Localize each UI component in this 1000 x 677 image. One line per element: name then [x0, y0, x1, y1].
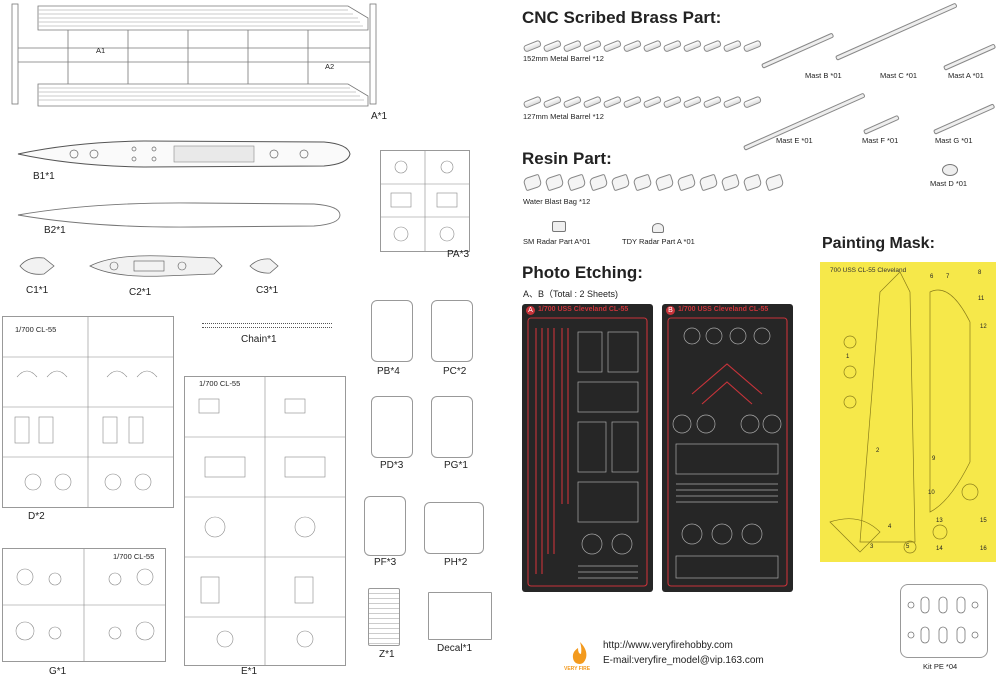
logo-text: VERY FIRE	[564, 666, 591, 672]
part-c-drawings	[19, 255, 279, 277]
mast-b	[760, 32, 835, 69]
etch-sheet-b: B 1/700 USS Cleveland CL-55	[662, 304, 793, 592]
mast-g	[932, 103, 996, 135]
mask-num-15: 15	[980, 518, 987, 524]
part-ph-label: PH*2	[444, 557, 468, 568]
mask-title: 700 USS CL-55 Cleveland	[830, 267, 907, 274]
part-a2-tag: A2	[325, 62, 335, 71]
resin-section-title: Resin Part:	[522, 149, 612, 168]
part-pa-label: PA*3	[447, 249, 470, 260]
part-d-label: D*2	[28, 511, 45, 522]
sprue-d: 1/700 CL-55	[2, 316, 174, 508]
water-bag-label: Water Blast Bag *12	[523, 197, 591, 206]
part-pb-label: PB*4	[377, 366, 400, 377]
brass-section-title: CNC Scribed Brass Part:	[522, 8, 722, 27]
mask-num-5: 5	[906, 544, 910, 550]
part-e-label: E*1	[241, 666, 258, 677]
mast-f-label: Mast F *01	[862, 136, 899, 145]
mast-b-label: Mast B *01	[805, 71, 842, 80]
mask-num-7: 7	[946, 274, 950, 280]
part-c2-label: C2*1	[129, 287, 152, 298]
sprue-g: 1/700 CL-55	[2, 548, 166, 662]
mask-num-12: 12	[980, 324, 987, 330]
sprue-d-tag: 1/700 CL-55	[15, 325, 57, 334]
chain-part	[202, 323, 332, 328]
sprue-e: 1/700 CL-55	[184, 376, 346, 666]
decal-sheet	[428, 592, 492, 640]
mask-num-8: 8	[978, 270, 982, 276]
part-a-label: A*1	[371, 111, 388, 122]
kit-pe-label: Kit PE *04	[923, 662, 958, 671]
mask-num-1: 1	[846, 354, 850, 360]
etch-sheet-b-mark: B	[666, 306, 675, 315]
sprue-e-tag: 1/700 CL-55	[199, 379, 241, 388]
part-pf-label: PF*3	[374, 557, 397, 568]
brand-logo: VERY FIRE	[564, 640, 594, 674]
hull-b2-drawing	[17, 202, 341, 228]
deck-b1-drawing	[17, 140, 351, 168]
fret-pf	[364, 496, 406, 556]
etching-section-title: Photo Etching:	[522, 263, 643, 282]
fret-pb	[371, 300, 413, 362]
part-z-label: Z*1	[379, 649, 395, 660]
fret-pd	[371, 396, 413, 458]
chain-label: Chain*1	[241, 334, 277, 345]
mast-f	[862, 114, 900, 135]
tdy-radar-label: TDY Radar Part A *01	[622, 237, 695, 246]
part-decal-label: Decal*1	[437, 643, 473, 654]
part-c1-label: C1*1	[26, 285, 49, 296]
tdy-radar-part	[652, 223, 664, 233]
part-pd-label: PD*3	[380, 460, 404, 471]
sprue-pa	[380, 150, 470, 252]
etch-sheet-b-title: 1/700 USS Cleveland CL-55	[678, 306, 769, 313]
mask-num-2: 2	[876, 448, 880, 454]
etch-sheet-a-mark: A	[526, 306, 535, 315]
sm-radar-label: SM Radar Part A*01	[523, 237, 591, 246]
flame-icon	[572, 642, 587, 664]
mast-d	[942, 164, 958, 176]
mask-num-16: 16	[980, 546, 987, 552]
fret-z	[368, 588, 400, 646]
sprue-g-tag: 1/700 CL-55	[113, 552, 155, 561]
part-b1-label: B1*1	[33, 171, 55, 182]
mast-a-label: Mast A *01	[948, 71, 984, 80]
part-b2-label: B2*1	[44, 225, 66, 236]
mask-num-13: 13	[936, 518, 943, 524]
part-g-label: G*1	[49, 666, 67, 677]
painting-mask: 700 USS CL-55 Cleveland 6 7 8 11 12 1 2 …	[820, 262, 996, 562]
part-a1-tag: A1	[96, 46, 106, 55]
fret-pc	[431, 300, 473, 362]
mask-section-title: Painting Mask:	[822, 235, 935, 252]
etch-sheets-label: A、B（Total : 2 Sheets)	[523, 289, 619, 299]
mask-num-4: 4	[888, 524, 892, 530]
mask-num-11: 11	[978, 296, 985, 302]
part-c3-label: C3*1	[256, 285, 279, 296]
mask-num-3: 3	[870, 544, 874, 550]
mask-num-6: 6	[930, 274, 934, 280]
sm-radar-part	[552, 221, 566, 232]
fret-ph	[424, 502, 484, 554]
mask-num-10: 10	[928, 490, 935, 496]
mast-a	[942, 43, 997, 71]
mask-num-9: 9	[932, 456, 936, 462]
barrel-127-label: 127mm Metal Barrel *12	[523, 112, 604, 121]
mast-c-label: Mast C *01	[880, 71, 918, 80]
kit-pe-fret	[900, 584, 988, 658]
mast-g-label: Mast G *01	[935, 136, 973, 145]
barrel-152-label: 152mm Metal Barrel *12	[523, 54, 604, 63]
etch-sheet-a: A 1/700 USS Cleveland CL-55	[522, 304, 653, 592]
part-pc-label: PC*2	[443, 366, 467, 377]
part-pg-label: PG*1	[444, 460, 468, 471]
footer-email[interactable]: E-mail:veryfire_model@vip.163.com	[603, 655, 764, 666]
mast-d-label: Mast D *01	[930, 179, 968, 188]
footer-url[interactable]: http://www.veryfirehobby.com	[603, 640, 733, 651]
fret-pg	[431, 396, 473, 458]
mast-c	[834, 2, 958, 61]
mask-num-14: 14	[936, 546, 943, 552]
hull-a-drawing	[11, 3, 377, 107]
mast-e-label: Mast E *01	[776, 136, 813, 145]
etch-sheet-a-title: 1/700 USS Cleveland CL-55	[538, 306, 629, 313]
